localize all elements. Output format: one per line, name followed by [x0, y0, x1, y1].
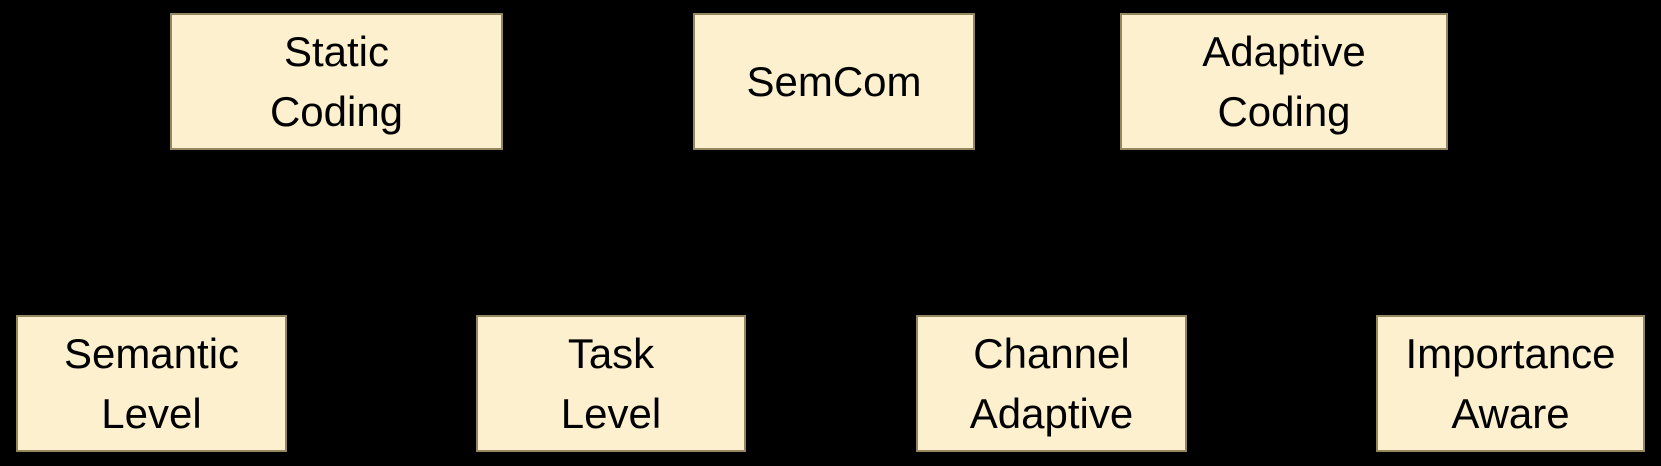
node-semantic-level: Semantic Level: [16, 315, 287, 452]
node-label-line: Level: [101, 389, 202, 437]
node-label-line: SemCom: [746, 57, 922, 105]
node-channel-adaptive: Channel Adaptive: [916, 315, 1187, 452]
node-static-coding: Static Coding: [170, 13, 503, 150]
node-label-line: Semantic: [63, 329, 240, 377]
node-label-line: Coding: [269, 87, 404, 135]
node-label-line: Adaptive: [1202, 27, 1366, 75]
node-label-line: Channel: [973, 329, 1130, 377]
node-adaptive-coding: Adaptive Coding: [1120, 13, 1448, 150]
node-label-line: Level: [560, 389, 662, 437]
node-label-line: Aware: [1451, 389, 1570, 437]
node-label-line: Adaptive: [969, 389, 1134, 437]
node-task-level: Task Level: [476, 315, 746, 452]
node-label-line: Static: [283, 27, 390, 75]
node-label-line: Importance: [1405, 329, 1616, 377]
node-semcom: SemCom: [693, 13, 975, 150]
node-importance-aware: Importance Aware: [1376, 315, 1645, 452]
node-label-line: Coding: [1217, 87, 1351, 135]
node-label-line: Task: [567, 329, 655, 377]
